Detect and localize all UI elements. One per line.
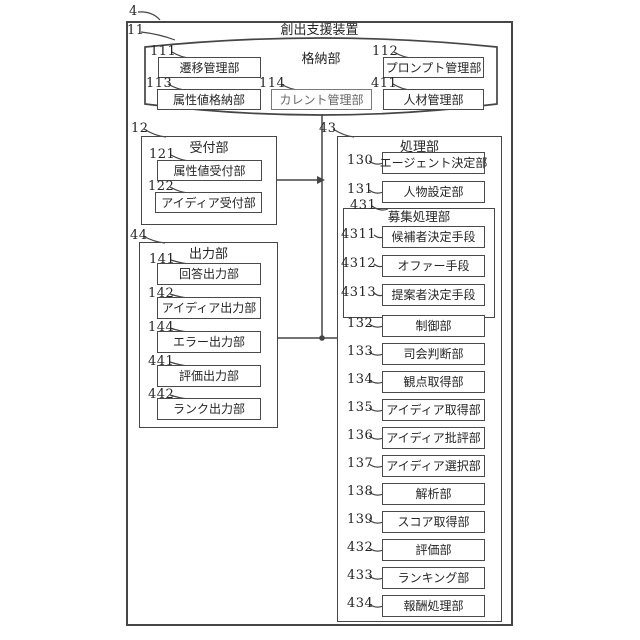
- box-ranking: ランキング部: [382, 567, 485, 589]
- ref-label-processing: 43: [319, 121, 337, 136]
- ref-label-person-setting: 131: [347, 182, 374, 197]
- leader-130: [368, 160, 384, 165]
- ref-label-attribute-value-reception: 121: [149, 147, 176, 162]
- reception-section: [141, 136, 277, 225]
- ref-label-ranking: 433: [347, 568, 374, 583]
- ref-label-storage: 11: [127, 23, 145, 38]
- box-rank-output: ランク出力部: [157, 398, 261, 420]
- box-candidate-determination: 候補者決定手段: [382, 226, 485, 248]
- output-section-title: 出力部: [188, 246, 228, 261]
- ref-label-analysis: 138: [347, 484, 374, 499]
- leader-431: [371, 205, 389, 211]
- recruitment-section-title: 募集処理部: [387, 210, 451, 224]
- box-idea-reception: アイディア受付部: [155, 192, 262, 213]
- junction-dot: [319, 335, 325, 341]
- arrowhead: [317, 176, 325, 184]
- output-section: [139, 242, 278, 428]
- box-person-setting: 人物設定部: [382, 181, 485, 203]
- ref-label-idea-selection: 137: [347, 456, 374, 471]
- ref-label-viewpoint-acquisition: 134: [347, 372, 374, 387]
- ref-label-current-management: 114: [259, 76, 286, 91]
- ref-label-proposer-determination: 4313: [341, 285, 377, 300]
- ref-label-answer-output: 141: [149, 252, 176, 267]
- box-agent-determination: エージェント決定部: [380, 152, 487, 174]
- ref-label-idea-acquisition: 135: [347, 400, 374, 415]
- ref-label-transition-management: 111: [150, 44, 177, 59]
- ref-label-evaluation-output: 441: [148, 354, 175, 369]
- ref-label-idea-output: 142: [148, 286, 175, 301]
- box-attribute-value-storage: 属性値格納部: [157, 89, 261, 110]
- ref-label-candidate-determination: 4311: [341, 227, 377, 242]
- box-offer-means: オファー手段: [382, 255, 485, 277]
- box-personnel-management: 人材管理部: [383, 89, 484, 110]
- box-answer-output: 回答出力部: [157, 263, 261, 285]
- leader-132: [368, 323, 384, 328]
- leader-133: [368, 351, 384, 356]
- ref-label-prompt-management: 112: [372, 44, 399, 59]
- ref-label-attribute-value-storage: 113: [146, 76, 173, 91]
- ref-label-agent-determination: 130: [347, 153, 374, 168]
- box-idea-output: アイディア出力部: [157, 297, 261, 319]
- leader-139: [368, 519, 384, 524]
- leader-135: [368, 407, 384, 412]
- ref-label-moderator-judgment: 133: [347, 344, 374, 359]
- box-idea-selection: アイディア選択部: [382, 455, 485, 477]
- ref-label-rank-output: 442: [148, 387, 175, 402]
- box-control: 制御部: [382, 315, 485, 337]
- leader-138: [368, 491, 384, 496]
- device-title: 創出支援装置: [280, 22, 359, 37]
- box-viewpoint-acquisition: 観点取得部: [382, 371, 485, 393]
- box-transition-management: 遷移管理部: [158, 57, 261, 78]
- ref-label-error-output: 144: [148, 320, 175, 335]
- processing-section: [337, 136, 502, 622]
- leader-11: [140, 31, 176, 41]
- ref-label-evaluation: 432: [347, 540, 374, 555]
- leader-434: [368, 603, 384, 608]
- leader-432: [368, 547, 384, 552]
- storage-section-title: 格納部: [301, 51, 341, 66]
- ref-label-score-acquisition: 139: [347, 512, 374, 527]
- box-error-output: エラー出力部: [157, 331, 261, 353]
- leader-4: [137, 11, 161, 21]
- processing-section-title: 処理部: [399, 139, 439, 154]
- ref-label-output: 44: [130, 228, 148, 243]
- box-score-acquisition: スコア取得部: [382, 511, 485, 533]
- ref-label-reception: 12: [131, 121, 149, 136]
- ref-label-device: 4: [129, 4, 138, 19]
- box-idea-acquisition: アイディア取得部: [382, 399, 485, 421]
- box-evaluation: 評価部: [382, 539, 485, 561]
- ref-label-idea-reception: 122: [148, 179, 175, 194]
- box-proposer-determination: 提案者決定手段: [382, 284, 485, 306]
- ref-label-personnel-management: 411: [371, 76, 398, 91]
- ref-label-reward-processing: 434: [347, 596, 374, 611]
- leader-134: [368, 379, 384, 384]
- box-prompt-management: プロンプト管理部: [383, 57, 484, 78]
- ref-label-control: 132: [347, 316, 374, 331]
- ref-label-recruitment-processing: 431: [350, 198, 377, 213]
- leader-131: [368, 189, 384, 194]
- box-reward-processing: 報酬処理部: [382, 595, 485, 617]
- leader-136: [368, 435, 384, 440]
- leader-137: [368, 463, 384, 468]
- reception-section-title: 受付部: [189, 140, 229, 155]
- leader-433: [368, 575, 384, 580]
- box-analysis: 解析部: [382, 483, 485, 505]
- ref-label-offer-means: 4312: [341, 256, 377, 271]
- box-current-management: カレント管理部: [271, 89, 372, 110]
- box-attribute-value-reception: 属性値受付部: [157, 160, 262, 181]
- box-evaluation-output: 評価出力部: [157, 365, 261, 387]
- box-moderator-judgment: 司会判断部: [382, 343, 485, 365]
- ref-label-idea-critique: 136: [347, 428, 374, 443]
- device-outline: [126, 21, 513, 626]
- box-idea-critique: アイディア批評部: [382, 427, 485, 449]
